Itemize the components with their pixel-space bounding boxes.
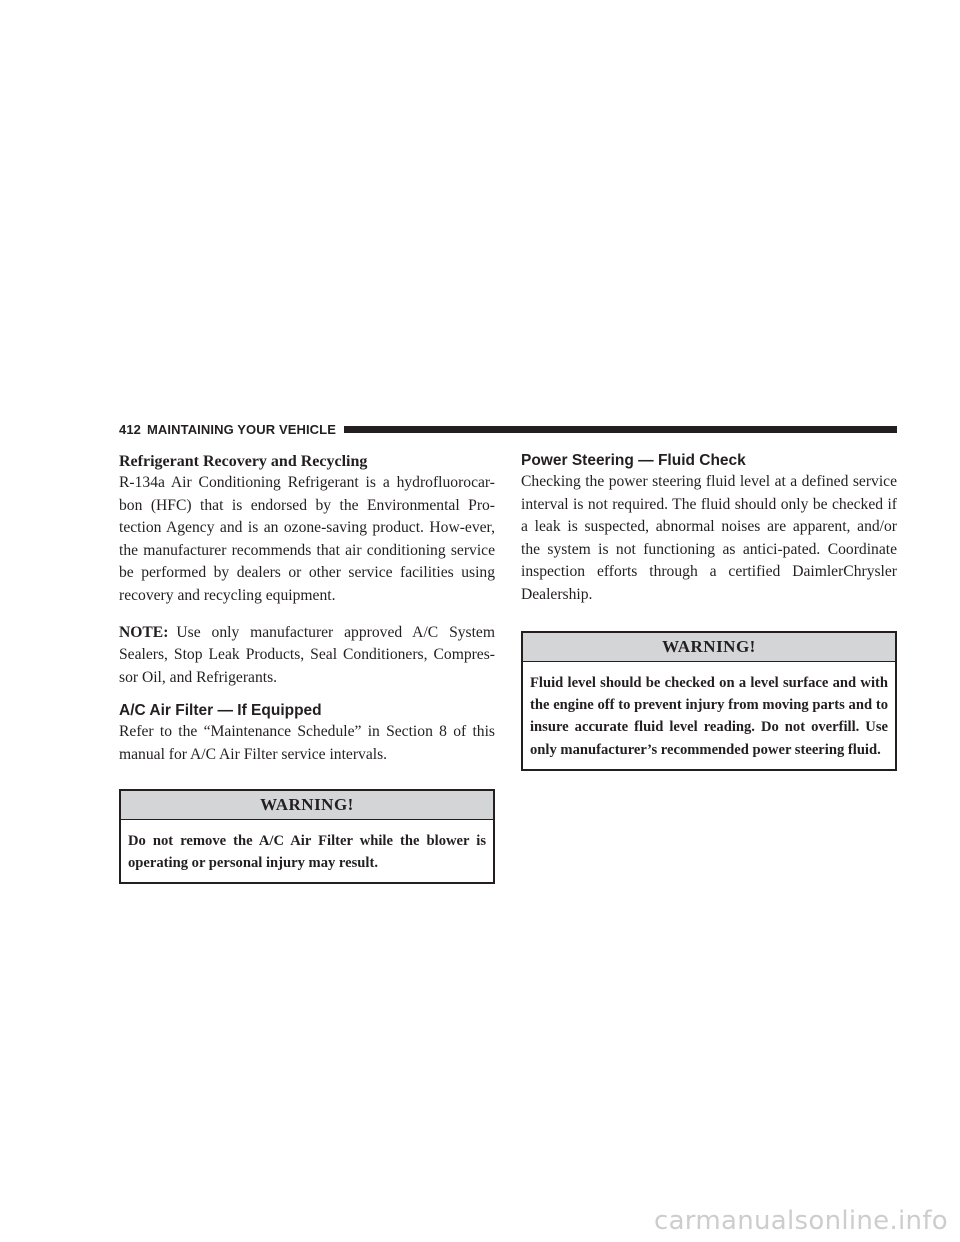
power-steering-warning-box: WARNING! Fluid level should be checked o… xyxy=(521,630,897,772)
page-number: 412 xyxy=(119,421,141,437)
warning-title: WARNING! xyxy=(523,632,895,662)
note-label: NOTE: xyxy=(119,623,169,641)
note-paragraph: NOTE:Use only manufacturer approved A/C … xyxy=(119,622,495,690)
ac-filter-heading: A/C Air Filter — If Equipped xyxy=(119,702,322,720)
ac-filter-paragraph: Refer to the “Maintenance Schedule” in S… xyxy=(119,723,495,763)
left-column: Refrigerant Recovery and Recycling R-134… xyxy=(119,451,495,885)
power-steering-heading: Power Steering — Fluid Check xyxy=(521,452,746,469)
header-rule xyxy=(343,425,897,433)
section-title: MAINTAINING YOUR VEHICLE xyxy=(147,421,336,437)
watermark: carmanualsonline.info xyxy=(653,1206,948,1236)
page-header: 412 MAINTAINING YOUR VEHICLE xyxy=(119,420,897,438)
note-text: Use only manufacturer approved A/C Syste… xyxy=(119,623,495,686)
warning-title: WARNING! xyxy=(121,790,493,820)
right-column: Power Steering — Fluid Check Checking th… xyxy=(521,451,897,772)
refrigerant-paragraph: R-134a Air Conditioning Refrigerant is a… xyxy=(119,474,495,604)
power-steering-paragraph: Checking the power steering fluid level … xyxy=(521,473,897,603)
ac-filter-warning-box: WARNING! Do not remove the A/C Air Filte… xyxy=(119,788,495,885)
warning-text: Do not remove the A/C Air Filter while t… xyxy=(128,832,486,871)
warning-text: Fluid level should be checked on a level… xyxy=(530,674,888,758)
refrigerant-heading: Refrigerant Recovery and Recycling xyxy=(119,453,368,470)
